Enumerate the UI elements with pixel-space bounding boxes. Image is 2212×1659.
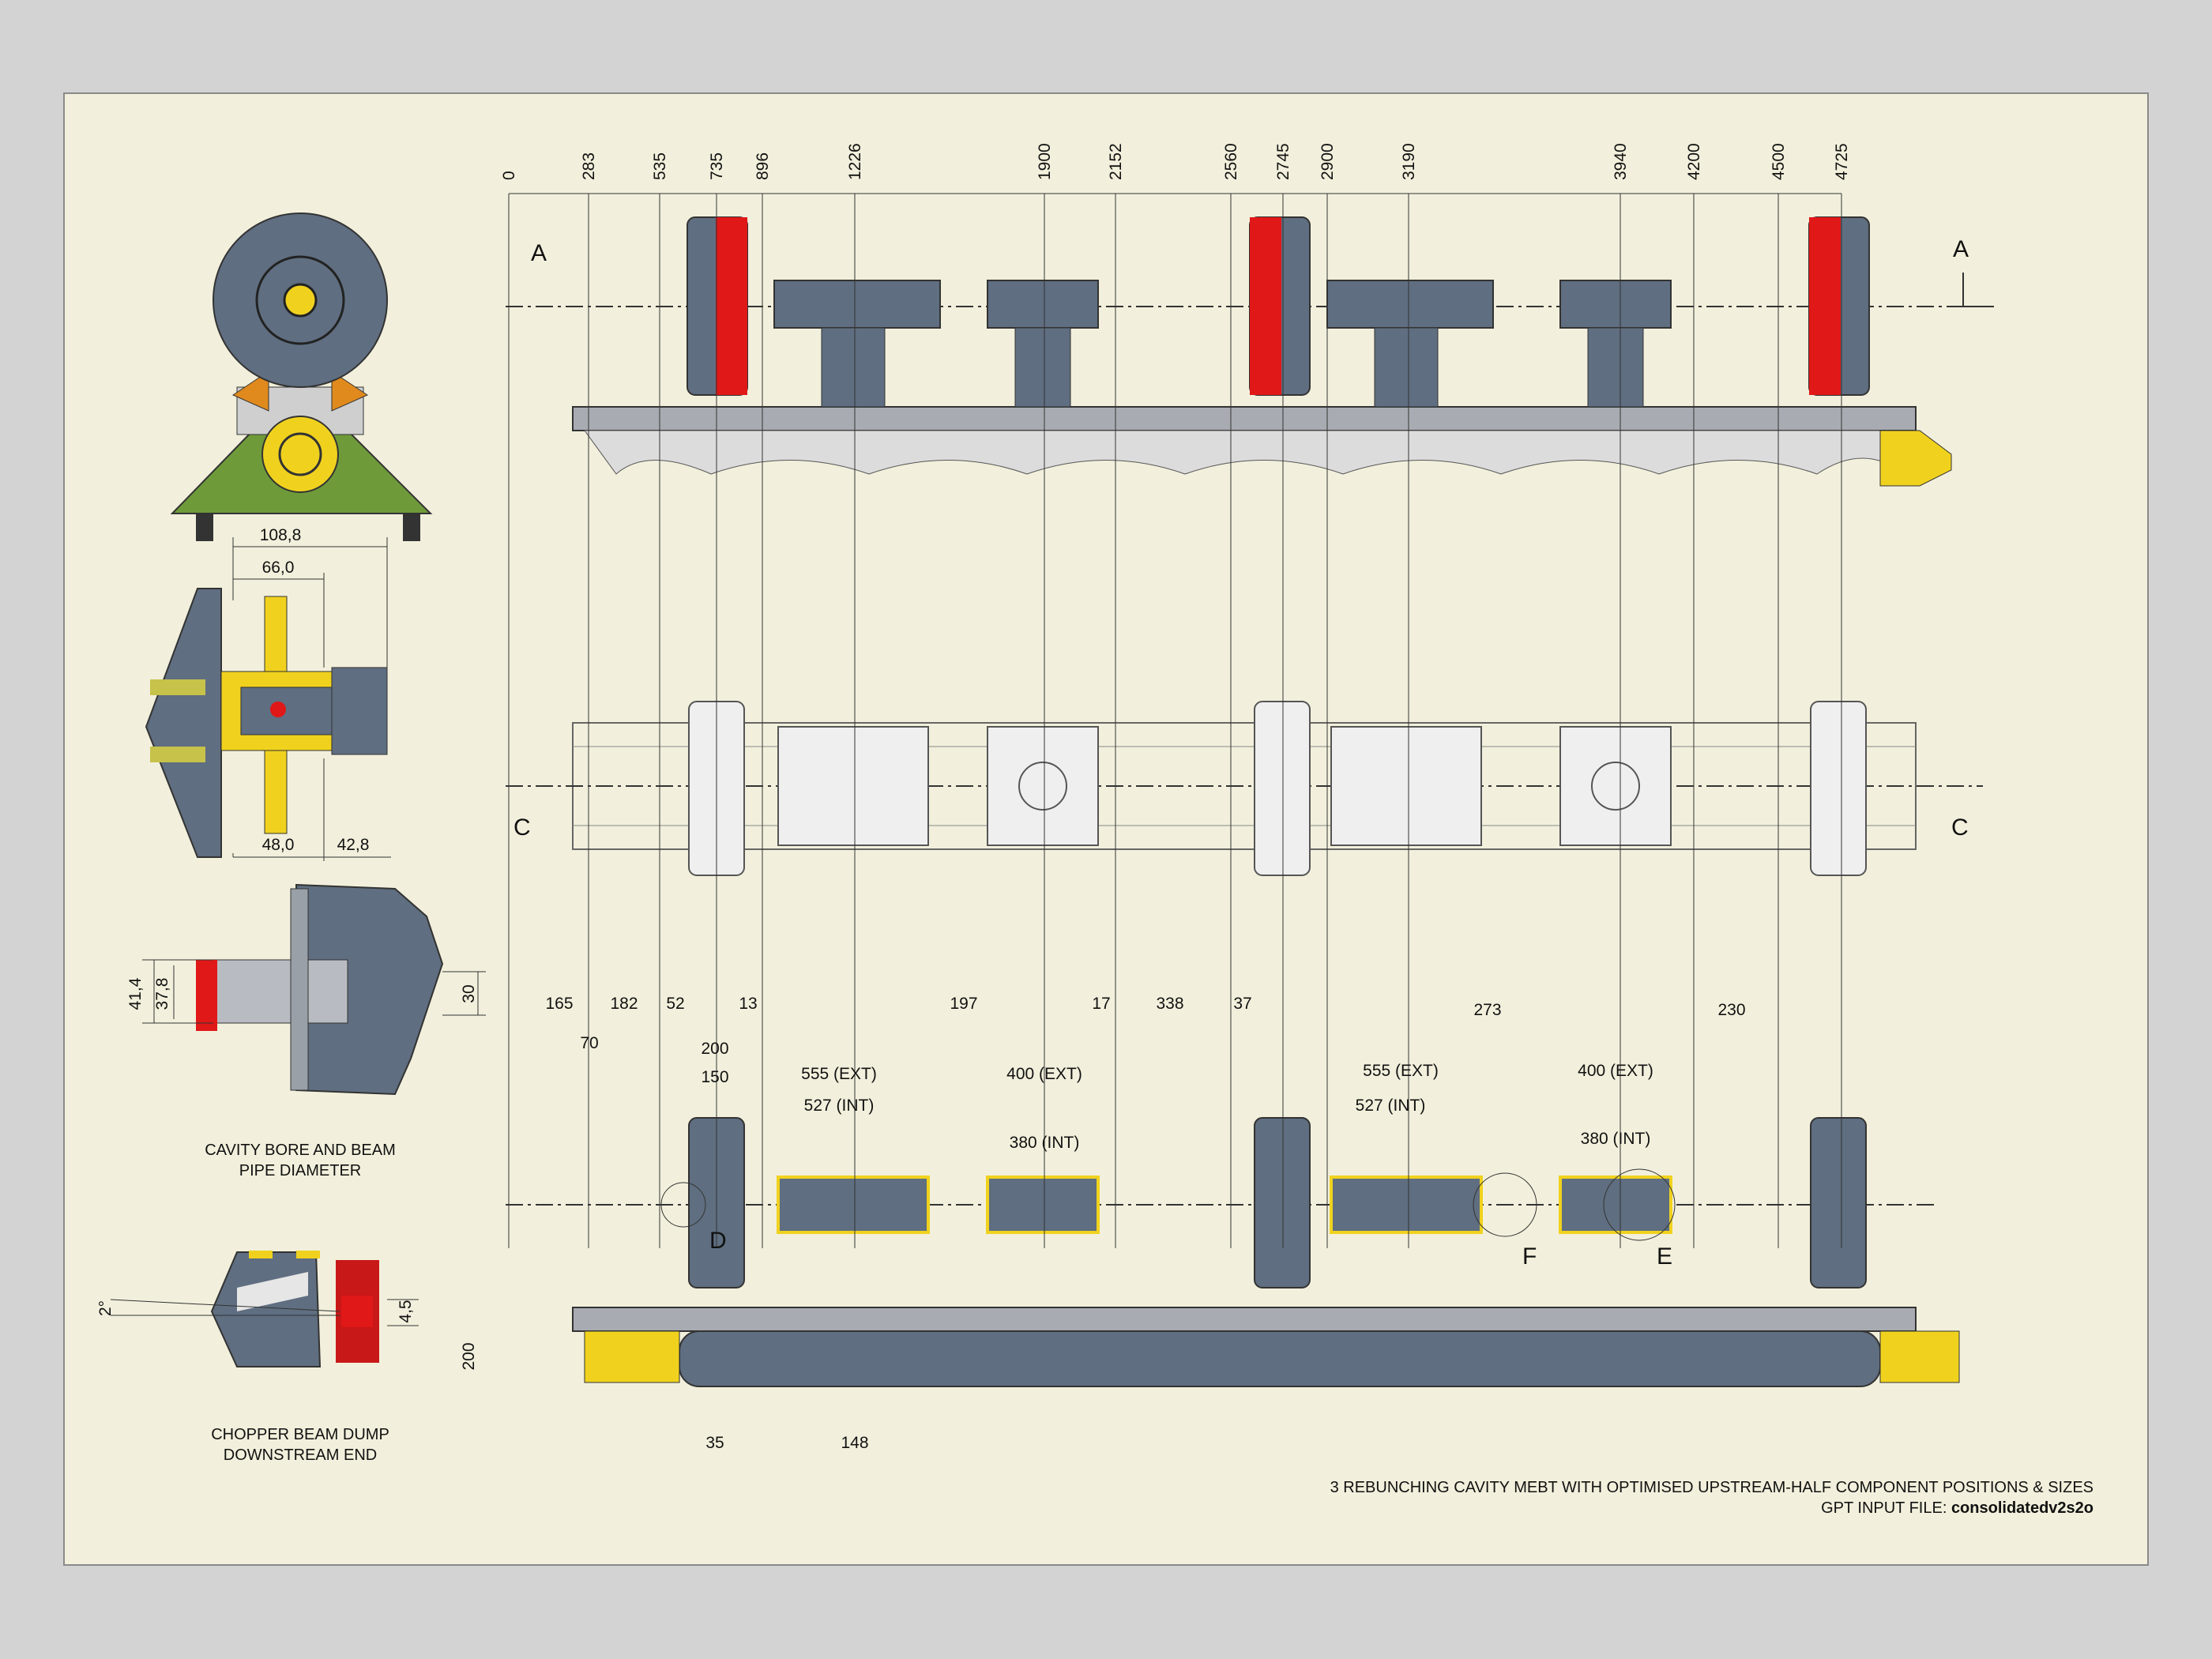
position-label: 4200 bbox=[1685, 143, 1703, 180]
position-label: 735 bbox=[708, 152, 726, 180]
length-label: 400 (EXT) bbox=[1578, 1062, 1653, 1080]
dim-left-bottom: 48,0 bbox=[262, 836, 295, 854]
dim-bore-outer: 41,4 bbox=[126, 977, 145, 1010]
length-label: 338 bbox=[1156, 995, 1183, 1013]
length-label: 13 bbox=[739, 995, 757, 1013]
position-label: 283 bbox=[580, 152, 598, 180]
caption-chopper-dump: CHOPPER BEAM DUMP DOWNSTREAM END bbox=[211, 1426, 389, 1464]
position-label: 4725 bbox=[1833, 143, 1851, 180]
dim-gap: 4,5 bbox=[397, 1300, 415, 1322]
plan-view bbox=[506, 701, 1983, 876]
length-label: 200 bbox=[460, 1342, 478, 1370]
dim-bore-inner: 37,8 bbox=[153, 978, 171, 1010]
length-label: 37 bbox=[1233, 995, 1251, 1013]
position-label: 2560 bbox=[1222, 143, 1240, 180]
length-label: 200 bbox=[701, 1040, 728, 1058]
section-label-a-left: A bbox=[531, 240, 547, 266]
position-label: 1900 bbox=[1036, 143, 1054, 180]
length-label: 380 (INT) bbox=[1581, 1130, 1651, 1148]
length-label: 527 (INT) bbox=[1356, 1097, 1426, 1115]
length-label: 555 (EXT) bbox=[801, 1065, 877, 1083]
dim-width-total: 108,8 bbox=[260, 526, 302, 544]
side-view-upper bbox=[506, 216, 1999, 487]
length-label: 197 bbox=[950, 995, 977, 1013]
position-label: 1226 bbox=[846, 143, 864, 180]
end-view bbox=[170, 213, 433, 541]
position-label: 2900 bbox=[1319, 143, 1337, 180]
detail-label-f: F bbox=[1522, 1243, 1537, 1270]
detail-label-d: D bbox=[709, 1228, 727, 1254]
position-label: 4500 bbox=[1770, 143, 1788, 180]
length-label: 35 bbox=[705, 1434, 724, 1452]
length-label: 148 bbox=[841, 1434, 868, 1452]
position-label: 3940 bbox=[1612, 143, 1630, 180]
position-label: 0 bbox=[500, 171, 518, 180]
dim-angle: 2° bbox=[96, 1300, 115, 1316]
length-label: 230 bbox=[1717, 1001, 1745, 1019]
length-label: 400 (EXT) bbox=[1006, 1065, 1082, 1083]
length-label: 182 bbox=[610, 995, 638, 1013]
length-label: 273 bbox=[1473, 1001, 1501, 1019]
dim-width-inner: 66,0 bbox=[262, 559, 295, 577]
length-label: 527 (INT) bbox=[804, 1097, 875, 1115]
title-line: 3 REBUNCHING CAVITY MEBT WITH OPTIMISED … bbox=[1330, 1479, 2094, 1496]
cavity-detail-top: 108,8 66,0 48,0 42,8 bbox=[145, 526, 391, 861]
cavity-bore-detail: 41,4 37,8 30 bbox=[126, 883, 486, 1096]
caption-cavity-bore: CAVITY BORE AND BEAM PIPE DIAMETER bbox=[205, 1142, 396, 1179]
length-label: 380 (INT) bbox=[1010, 1134, 1080, 1152]
chopper-dump-detail: 2° 4,5 bbox=[96, 1251, 419, 1367]
length-label: 52 bbox=[666, 995, 684, 1013]
dim-pipe: 30 bbox=[460, 984, 478, 1003]
position-label: 535 bbox=[651, 152, 669, 180]
length-dimension-layer: 165 182 52 13 197 17 338 37 273 230 70 200 150 555 (E… bbox=[460, 995, 1746, 1452]
position-label: 2745 bbox=[1274, 143, 1292, 180]
length-label: 70 bbox=[580, 1034, 598, 1052]
length-label: 165 bbox=[545, 995, 573, 1013]
dim-right-bottom: 42,8 bbox=[337, 836, 370, 854]
position-dimension-layer: 0 283 535 735 896 1226 1900 2152 2560 2745 2900 319… bbox=[500, 143, 1851, 1248]
position-label: 896 bbox=[754, 152, 772, 180]
position-label: 3190 bbox=[1400, 143, 1418, 180]
length-label: 555 (EXT) bbox=[1363, 1062, 1439, 1080]
position-label: 2152 bbox=[1107, 143, 1125, 180]
input-file-line: GPT INPUT FILE: consolidatedv2s2o bbox=[1821, 1499, 2094, 1517]
section-label-c-left: C bbox=[514, 814, 531, 841]
detail-label-e: E bbox=[1657, 1243, 1672, 1270]
length-label: 17 bbox=[1092, 995, 1110, 1013]
length-label: 150 bbox=[701, 1068, 728, 1086]
section-label-a-right: A bbox=[1953, 236, 1969, 262]
title-block: 3 REBUNCHING CAVITY MEBT WITH OPTIMISED … bbox=[1330, 1477, 2094, 1518]
section-label-c-right: C bbox=[1951, 814, 1969, 841]
input-file-name: consolidatedv2s2o bbox=[1951, 1499, 2094, 1517]
